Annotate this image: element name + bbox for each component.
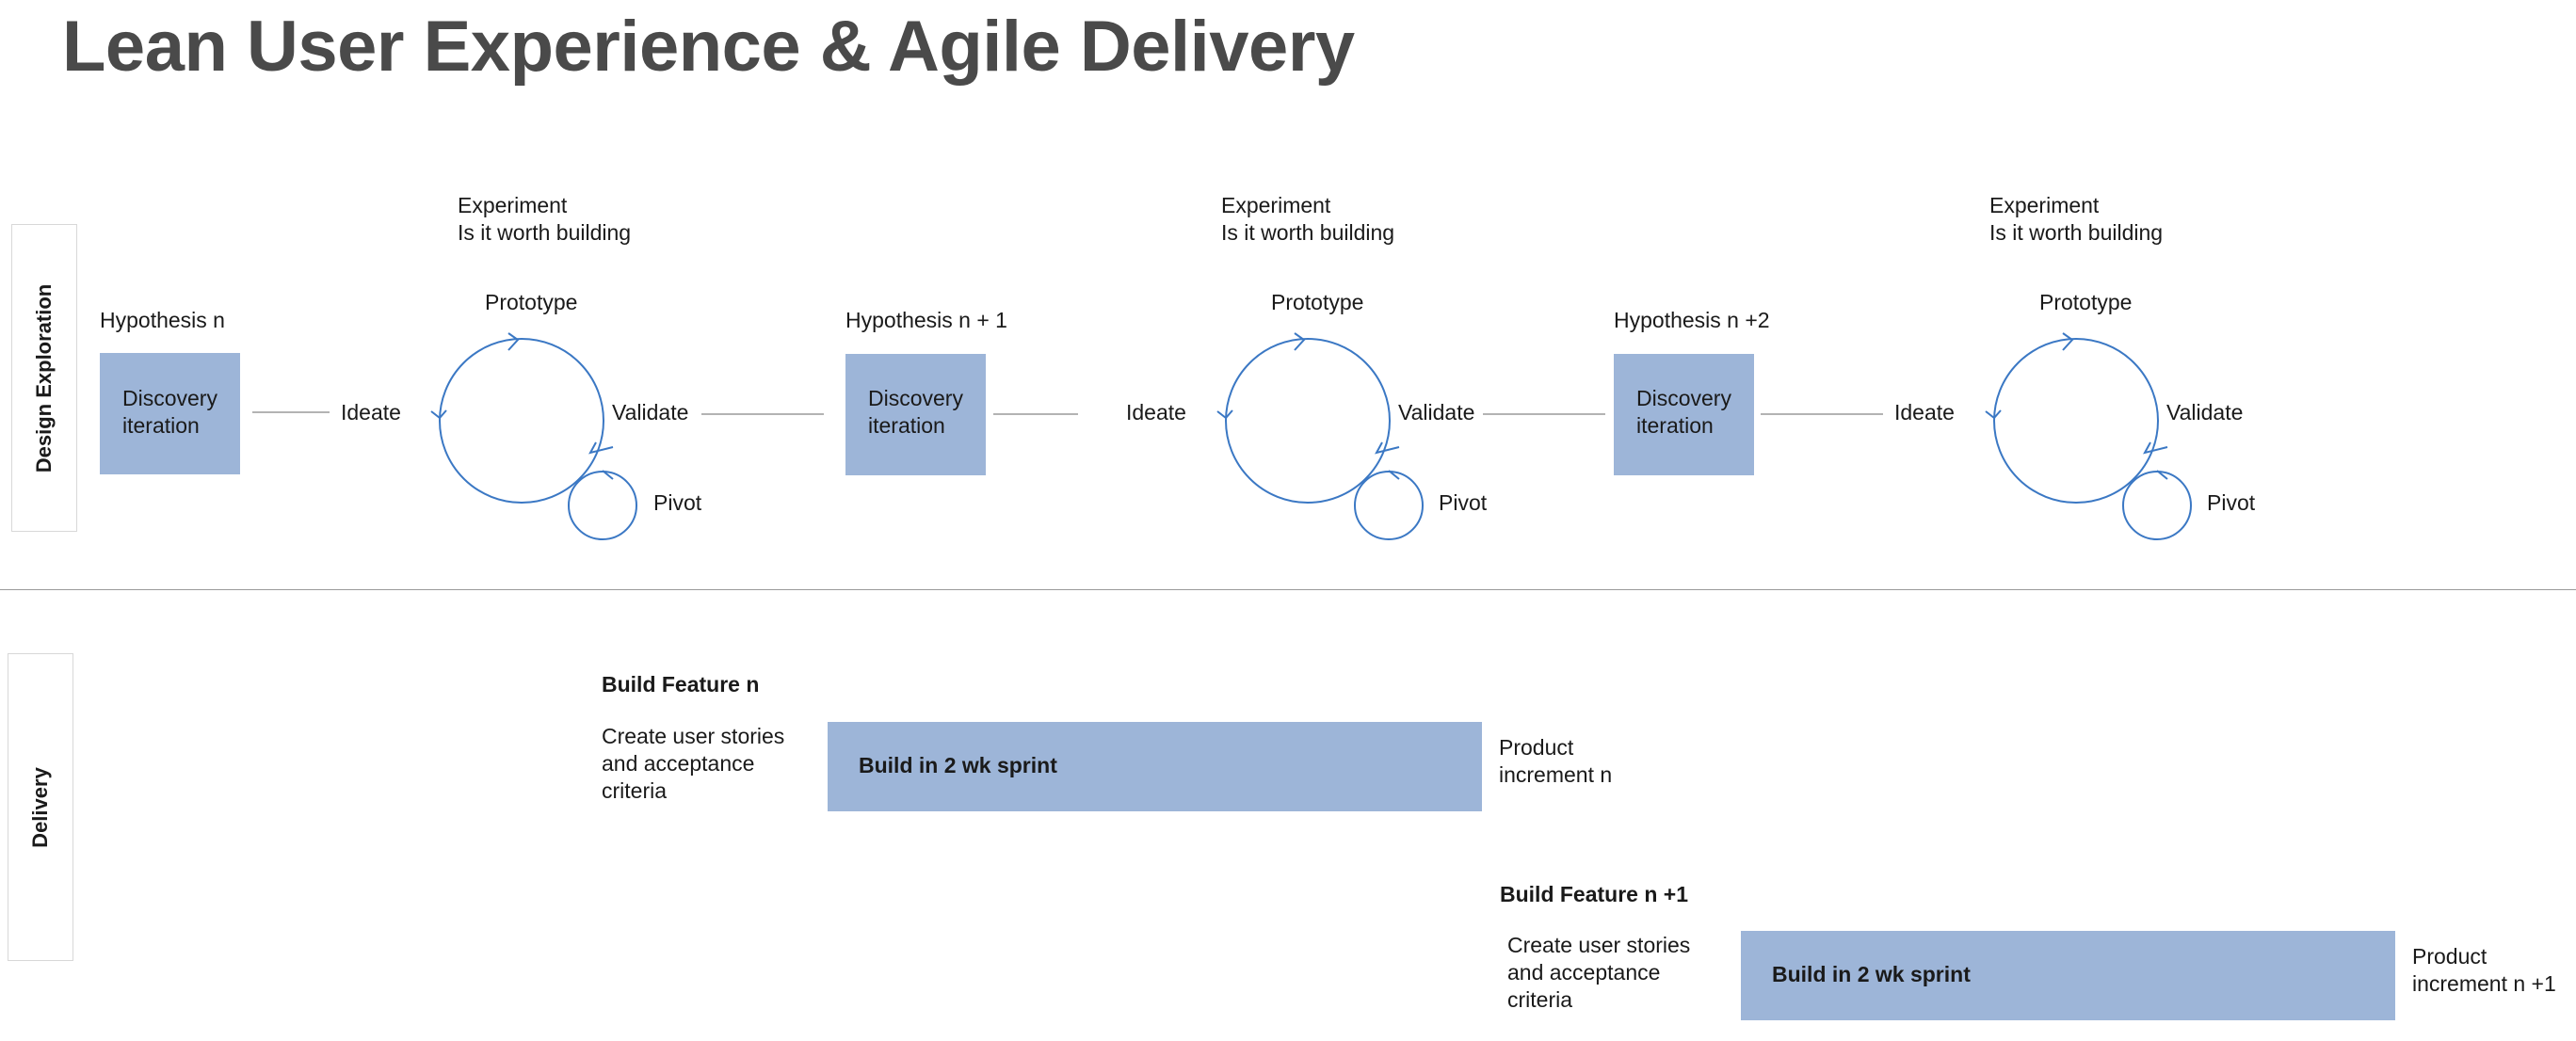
discovery-iteration-box: Discovery iteration: [845, 354, 986, 475]
feature-heading: Build Feature n +1: [1500, 882, 1689, 906]
experiment-label: Experiment Is it worth building: [1989, 193, 2164, 245]
product-increment-label: Product increment n +1: [2412, 944, 2556, 996]
user-stories-label: Create user stories and acceptance crite…: [602, 724, 785, 803]
cycle-circle: [1993, 338, 2159, 504]
prototype-label: Prototype: [485, 290, 578, 314]
product-increment-label: Product increment n: [1499, 735, 1613, 787]
experiment-label: Experiment Is it worth building: [1221, 193, 1395, 245]
cycle-arrow: [2156, 470, 2168, 480]
pivot-label: Pivot: [653, 490, 702, 515]
sprint-bar: Build in 2 wk sprint: [828, 722, 1482, 811]
validate-label: Validate: [612, 400, 689, 424]
discovery-iteration-text: Discovery iteration: [1636, 386, 1731, 438]
cycle-arrow: [1294, 332, 1306, 351]
discovery-iteration-box: Discovery iteration: [100, 353, 240, 474]
page-title: Lean User Experience & Agile Delivery: [62, 7, 1355, 87]
cycle-arrow: [588, 441, 614, 455]
validate-label: Validate: [1398, 400, 1475, 424]
cycle-arrow: [430, 409, 447, 420]
discovery-iteration-text: Discovery iteration: [122, 386, 217, 438]
cycle-arrow: [1216, 409, 1233, 420]
pivot-circle: [2122, 471, 2192, 540]
lane-divider: [0, 589, 2576, 590]
cycle-arrow: [1388, 470, 1400, 480]
sprint-bar-text: Build in 2 wk sprint: [859, 753, 1057, 777]
ideate-label: Ideate: [1126, 400, 1186, 424]
hypothesis-label: Hypothesis n: [100, 308, 225, 332]
validate-label: Validate: [2166, 400, 2244, 424]
pivot-circle: [568, 471, 637, 540]
sprint-bar-text: Build in 2 wk sprint: [1772, 962, 1971, 986]
cycle-arrow: [602, 470, 614, 480]
cycle-arrow: [1375, 441, 1400, 455]
cycle-circle: [439, 338, 604, 504]
prototype-label: Prototype: [1271, 290, 1364, 314]
hypothesis-label: Hypothesis n +2: [1614, 308, 1770, 332]
feature-heading: Build Feature n: [602, 672, 760, 697]
hypothesis-label: Hypothesis n + 1: [845, 308, 1007, 332]
lane-label-design-exploration: Design Exploration: [11, 224, 77, 532]
prototype-label: Prototype: [2039, 290, 2133, 314]
connectors: [252, 411, 1883, 415]
sprint-bar: Build in 2 wk sprint: [1741, 931, 2395, 1020]
user-stories-label: Create user stories and acceptance crite…: [1507, 933, 1691, 1012]
ideate-label: Ideate: [1894, 400, 1955, 424]
discovery-iteration-text: Discovery iteration: [868, 386, 963, 438]
cycle-group: [430, 332, 2192, 540]
pivot-label: Pivot: [2207, 490, 2256, 515]
pivot-circle: [1354, 471, 1424, 540]
cycle-arrow: [1985, 409, 2002, 420]
pivot-label: Pivot: [1439, 490, 1488, 515]
cycle-circle: [1225, 338, 1391, 504]
experiment-label: Experiment Is it worth building: [458, 193, 632, 245]
lane-label-delivery: Delivery: [8, 653, 73, 961]
cycle-arrow: [2062, 332, 2074, 351]
ideate-label: Ideate: [341, 400, 401, 424]
cycle-arrow: [507, 332, 520, 351]
cycle-arrow: [2143, 441, 2168, 455]
discovery-iteration-box: Discovery iteration: [1614, 354, 1754, 475]
